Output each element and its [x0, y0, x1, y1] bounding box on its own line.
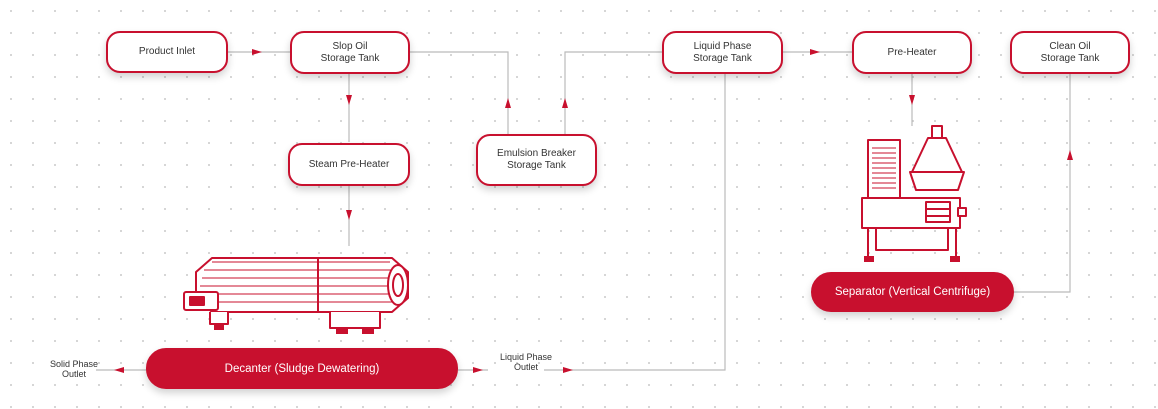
clean-oil-label-line1: Clean Oil — [1049, 40, 1091, 52]
pre-heater-box[interactable]: Pre-Heater — [852, 31, 972, 74]
liquid-phase-storage-tank-box[interactable]: Liquid Phase Storage Tank — [662, 31, 783, 74]
emulsion-breaker-label-line1: Emulsion Breaker — [497, 148, 576, 159]
vertical-separator-icon — [861, 125, 967, 262]
arrow-left-icon — [114, 367, 124, 373]
arrow-down-icon — [909, 95, 915, 105]
arrow-up-icon — [1067, 150, 1073, 160]
decanter-label: Decanter (Sludge Dewatering) — [224, 362, 380, 375]
pre-heater-label: Pre-Heater — [887, 46, 937, 58]
liquid-phase-outlet-label: Liquid Phase Outlet — [499, 352, 553, 372]
arrow-down-icon — [346, 210, 352, 220]
connector-lines — [96, 51, 1071, 371]
arrow-right-icon — [810, 49, 820, 55]
arrow-right-icon — [473, 367, 483, 373]
arrow-right-icon — [252, 49, 262, 55]
product-inlet-box[interactable]: Product Inlet — [106, 31, 228, 73]
slop-oil-storage-tank-box[interactable]: Slop Oil Storage Tank — [290, 31, 410, 74]
slop-oil-label-line1: Slop Oil — [332, 40, 368, 52]
clean-oil-storage-tank-box[interactable]: Clean Oil Storage Tank — [1010, 31, 1130, 74]
decanter-centrifuge-icon — [183, 257, 409, 334]
product-inlet-label: Product Inlet — [138, 46, 196, 57]
emulsion-breaker-label-line2: Storage Tank — [507, 160, 566, 171]
liquid-phase-tank-label-line2: Storage Tank — [693, 52, 752, 64]
steam-pre-heater-box[interactable]: Steam Pre-Heater — [288, 143, 410, 186]
arrow-right-icon — [563, 367, 573, 373]
decanter-sludge-dewatering-box[interactable]: Decanter (Sludge Dewatering) — [146, 348, 458, 389]
liquid-phase-tank-label-line1: Liquid Phase — [693, 40, 752, 52]
separator-label: Separator (Vertical Centrifuge) — [834, 286, 991, 298]
flow-arrows — [114, 49, 1073, 373]
arrow-down-icon — [346, 95, 352, 105]
clean-oil-label-line2: Storage Tank — [1040, 52, 1100, 64]
slop-oil-label-line2: Storage Tank — [320, 52, 380, 64]
steam-pre-heater-label: Steam Pre-Heater — [308, 158, 390, 170]
emulsion-breaker-storage-tank-box[interactable]: Emulsion Breaker Storage Tank — [476, 134, 597, 186]
arrow-up-icon — [562, 98, 568, 108]
separator-vertical-centrifuge-box[interactable]: Separator (Vertical Centrifuge) — [811, 272, 1014, 312]
arrow-up-icon — [505, 98, 511, 108]
solid-phase-outlet-label: Solid Phase Outlet — [49, 359, 99, 379]
